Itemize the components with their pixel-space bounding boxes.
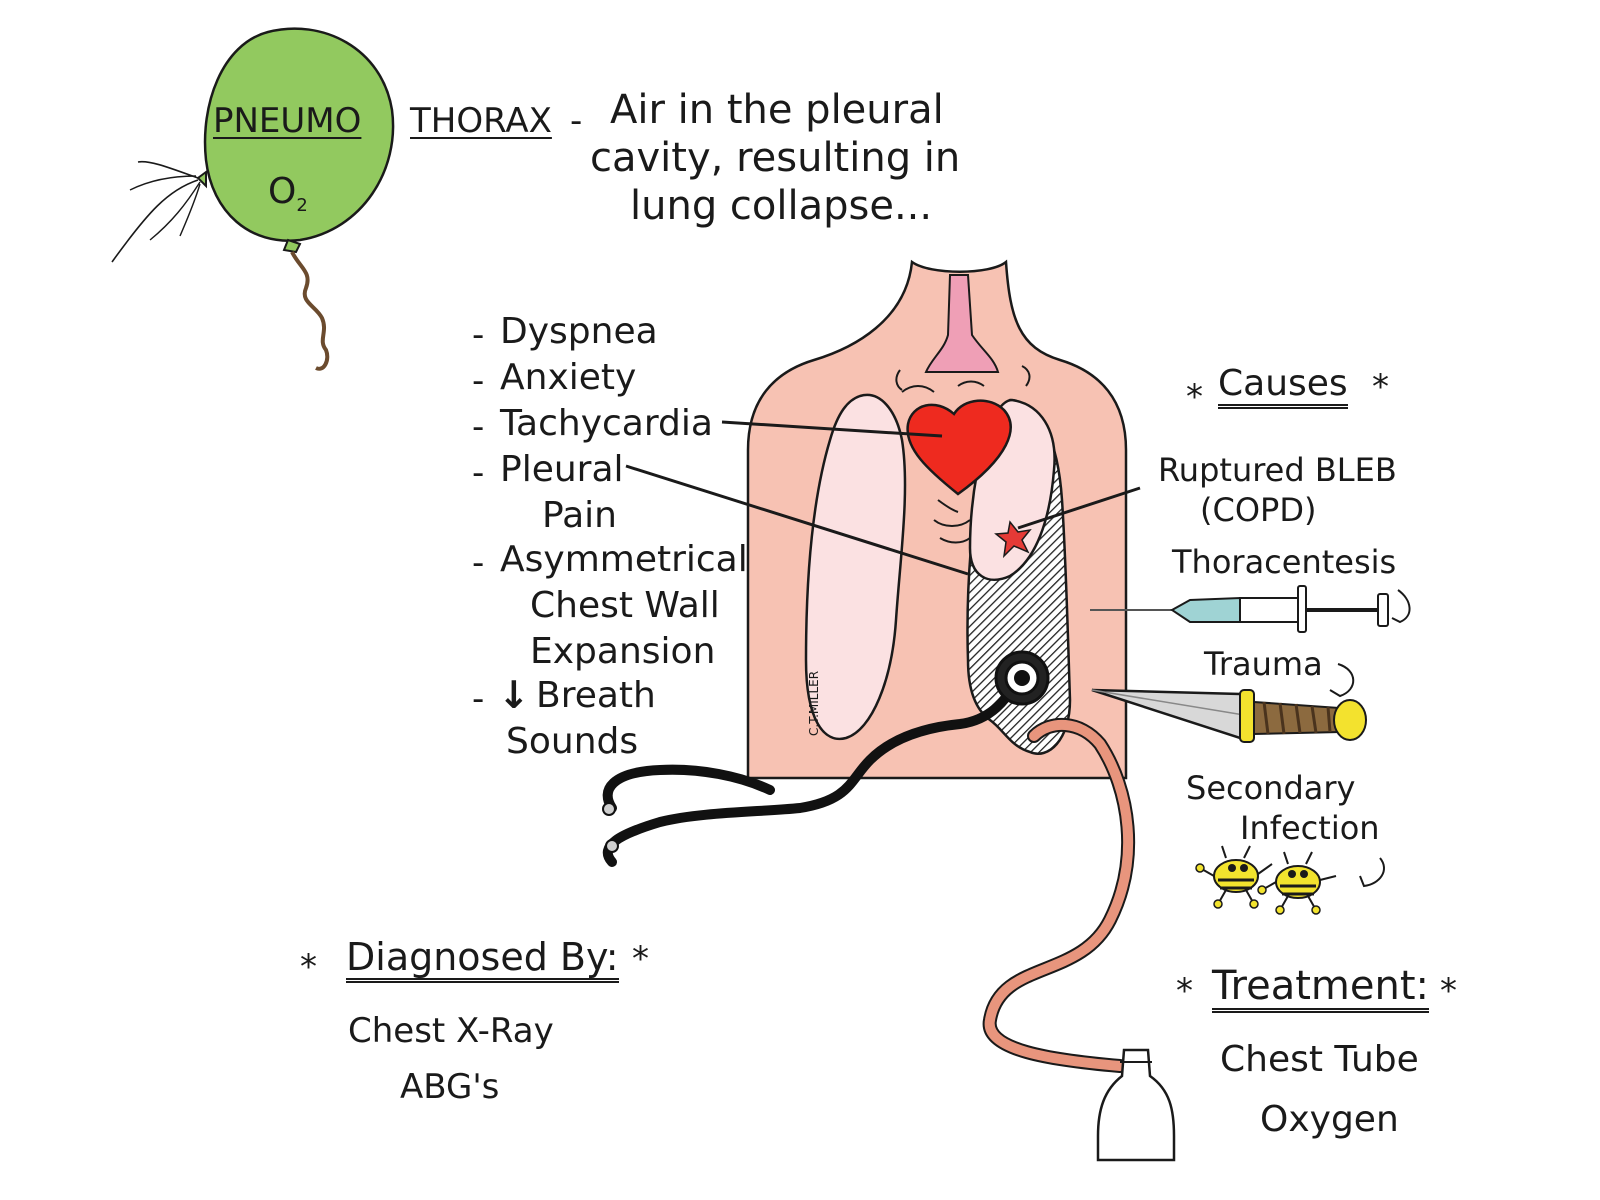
asterisk-icon: * bbox=[1440, 971, 1457, 1011]
gas-main: O bbox=[268, 171, 297, 212]
asterisk-icon: * bbox=[300, 947, 317, 987]
decreased-arrow-icon: ↓ bbox=[498, 673, 530, 717]
right-lung bbox=[804, 393, 907, 741]
treatment-oxygen: Oxygen bbox=[1260, 1099, 1399, 1140]
title-thorax: THORAX bbox=[410, 101, 552, 141]
symptom-dash: - bbox=[472, 453, 485, 493]
cause-trauma: Trauma bbox=[1204, 645, 1323, 683]
symptom-dash: - bbox=[472, 361, 485, 401]
symptom-sounds: Sounds bbox=[506, 721, 639, 762]
treatment-chest-tube: Chest Tube bbox=[1220, 1039, 1419, 1080]
treatment-heading: Treatment: bbox=[1212, 966, 1430, 1013]
symptom-pain: Pain bbox=[542, 495, 617, 536]
cause-thoracentesis: Thoracentesis bbox=[1172, 543, 1397, 581]
artist-signature: C.T.MILLER bbox=[807, 671, 821, 736]
definition-line-3: lung collapse... bbox=[630, 183, 933, 229]
asterisk-icon: * bbox=[1176, 971, 1193, 1011]
cause-infection: Infection bbox=[1240, 809, 1380, 847]
germ-icon bbox=[1195, 845, 1273, 909]
symptom-dash: - bbox=[472, 679, 485, 719]
gas-subscript: 2 bbox=[296, 195, 308, 217]
diagnosis-abgs: ABG's bbox=[400, 1067, 500, 1107]
knife-icon bbox=[1091, 688, 1367, 743]
balloon-icon bbox=[111, 27, 395, 371]
definition-line-2: cavity, resulting in bbox=[590, 135, 961, 181]
definition-line-1: Air in the pleural bbox=[610, 87, 944, 133]
symptom-dash: - bbox=[472, 315, 485, 355]
cause-secondary: Secondary bbox=[1186, 769, 1356, 807]
chest-tube-icon bbox=[982, 717, 1176, 1162]
symptom-pleural: Pleural bbox=[500, 449, 624, 490]
symptom-dash: - bbox=[472, 407, 485, 447]
symptom-expansion: Expansion bbox=[530, 631, 716, 672]
germ-icon bbox=[1257, 851, 1337, 915]
balloon-gas-label: O2 bbox=[268, 174, 308, 215]
symptom-dyspnea: Dyspnea bbox=[500, 311, 658, 352]
title-dash: - bbox=[570, 101, 583, 141]
syringe-icon bbox=[1090, 585, 1411, 633]
symptom-chest-wall: Chest Wall bbox=[530, 585, 720, 626]
asterisk-icon: * bbox=[1186, 377, 1203, 417]
symptom-breath: Breath bbox=[536, 675, 656, 716]
symptom-tachycardia: Tachycardia bbox=[500, 403, 713, 444]
causes-heading: Causes bbox=[1218, 366, 1348, 409]
ruptured-bleb-icon bbox=[994, 520, 1032, 559]
asterisk-icon: * bbox=[632, 939, 649, 979]
trauma-arrow-icon bbox=[1329, 663, 1355, 698]
symptom-dash: - bbox=[472, 543, 485, 583]
heart-icon bbox=[906, 399, 1012, 496]
asterisk-icon: * bbox=[1372, 367, 1389, 407]
cause-ruptured-bleb: Ruptured BLEB bbox=[1158, 451, 1397, 489]
cause-copd: (COPD) bbox=[1200, 491, 1317, 529]
symptom-anxiety: Anxiety bbox=[500, 357, 637, 398]
diagnosed-heading: Diagnosed By: bbox=[346, 938, 619, 983]
title-pneumo: PNEUMO bbox=[213, 101, 362, 141]
infection-arrow-icon bbox=[1359, 857, 1385, 888]
diagnosis-chest-xray: Chest X-Ray bbox=[348, 1011, 554, 1051]
stethoscope-icon bbox=[602, 650, 1050, 867]
symptom-asymmetrical: Asymmetrical bbox=[500, 539, 748, 580]
